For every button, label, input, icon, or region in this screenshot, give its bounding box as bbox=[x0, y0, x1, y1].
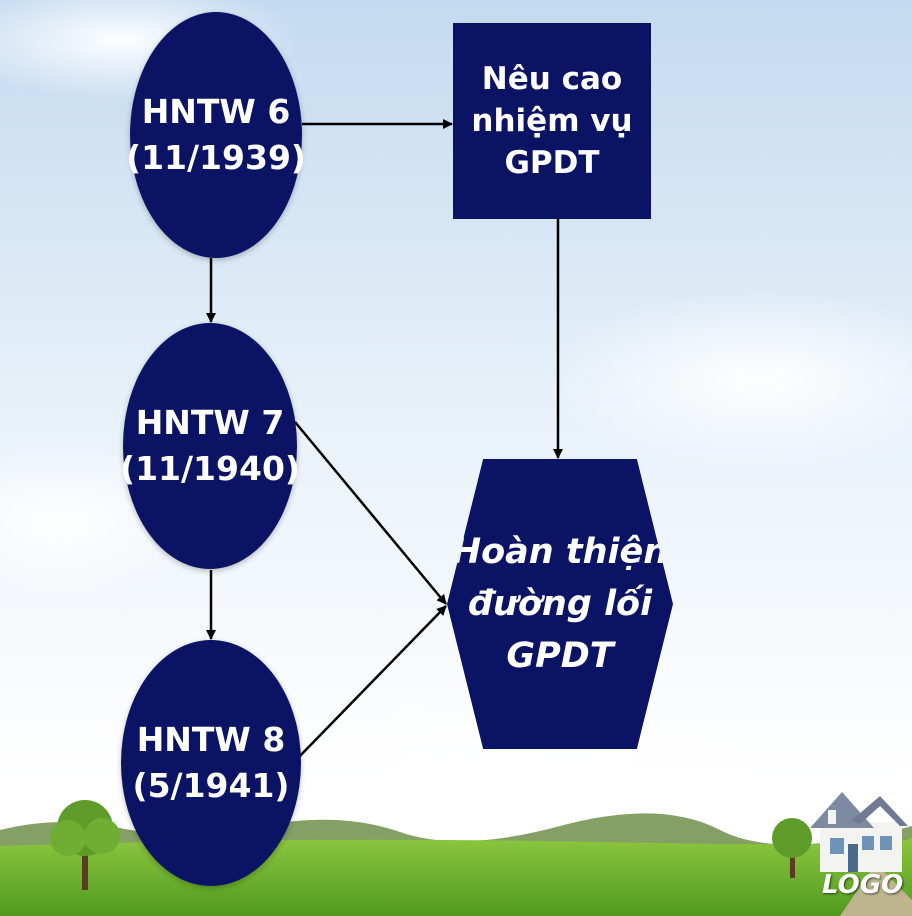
house-logo-icon bbox=[810, 792, 912, 916]
node-hntw8-title: HNTW 8 bbox=[136, 720, 286, 759]
node-goal-line-3: GPDT bbox=[506, 636, 614, 676]
node-hntw6-title: HNTW 6 bbox=[141, 92, 291, 131]
node-hntw7: HNTW 7 (11/1940) bbox=[120, 323, 300, 569]
node-hntw7-date: (11/1940) bbox=[120, 449, 300, 488]
node-hntw8: HNTW 8 (5/1941) bbox=[121, 640, 301, 886]
logo-text: LOGO bbox=[822, 870, 904, 900]
node-task-line-3: GPDT bbox=[504, 145, 600, 181]
node-goal-hexagon: Hoàn thiện đường lối GPDT bbox=[447, 459, 673, 749]
node-goal-line-2: đường lối bbox=[467, 584, 653, 624]
node-hntw6: HNTW 6 (11/1939) bbox=[126, 12, 306, 258]
node-hntw8-date: (5/1941) bbox=[132, 766, 290, 805]
node-hntw7-title: HNTW 7 bbox=[135, 403, 285, 442]
node-task-box: Nêu cao nhiệm vụ GPDT bbox=[453, 23, 651, 219]
node-task-line-2: nhiệm vụ bbox=[471, 103, 633, 139]
node-hntw6-date: (11/1939) bbox=[126, 138, 306, 177]
node-task-line-1: Nêu cao bbox=[481, 61, 623, 97]
node-goal-line-1: Hoàn thiện bbox=[451, 532, 669, 572]
